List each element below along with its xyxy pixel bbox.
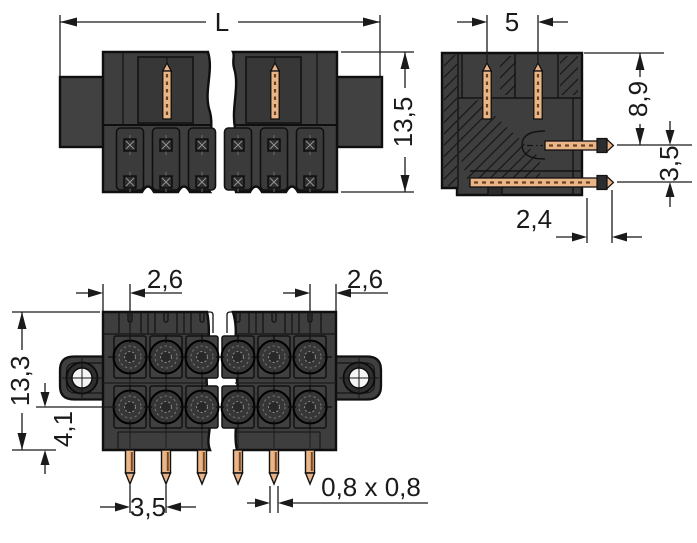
dim-row-offset-side: 3,5 [617, 121, 692, 207]
dim-mating-pin-spacing: 5 [457, 7, 568, 62]
solder-pin [232, 449, 244, 485]
front-view [58, 310, 383, 485]
cable-block-right [335, 75, 384, 149]
dim-overall-length: L [59, 7, 381, 76]
cable-block-left [58, 75, 107, 149]
dim-label-pin-depth: 8,9 [623, 81, 653, 117]
solder-pin [196, 449, 208, 485]
solder-pin [268, 449, 280, 485]
section-view-dimensions: 5 8,9 3,5 2,4 [457, 7, 692, 243]
dim-pin-cross-section: 0,8 x 0,8 [247, 472, 428, 513]
dim-label-pin-protrusion: 2,4 [516, 204, 552, 234]
solder-pin-upper [527, 137, 615, 154]
dim-housing-height: 13,5 [341, 51, 418, 193]
dim-label-pin-pitch: 3,5 [130, 492, 166, 522]
section-view [440, 51, 615, 197]
dim-edge-to-first-pin: 2,6 [76, 264, 183, 340]
solder-pin [124, 449, 136, 485]
dim-label-row-offset-side: 3,5 [654, 145, 684, 181]
dim-label-pin-cross-section: 0,8 x 0,8 [321, 472, 421, 502]
dim-label-overall-length: L [215, 7, 229, 37]
solder-pin-lower [469, 174, 615, 191]
mounting-flange-left [58, 355, 108, 401]
dim-label-front-height: 13,3 [5, 356, 35, 407]
dim-pin-protrusion: 2,4 [516, 190, 642, 243]
solder-pin [304, 449, 316, 485]
mounting-flange-right [333, 355, 383, 401]
solder-pin [160, 449, 172, 485]
dim-label-housing-height: 13,5 [388, 97, 418, 148]
side-view-dimensions: L 13,5 [59, 7, 418, 193]
dim-last-pin-to-edge: 2,6 [283, 264, 388, 340]
dim-lower-row-to-bottom: 4,1 [36, 383, 116, 474]
side-view [58, 50, 384, 194]
dim-label-last-pin-to-edge: 2,6 [347, 264, 383, 294]
dim-pin-depth: 8,9 [584, 52, 664, 145]
dim-label-edge-to-first-pin: 2,6 [147, 264, 183, 294]
dim-pin-pitch: 3,5 [100, 485, 196, 522]
front-view-dimensions: 2,6 2,6 13,3 4,1 [5, 264, 428, 522]
dim-label-lower-row-to-bottom: 4,1 [48, 411, 78, 447]
dim-label-mating-pin-spacing: 5 [505, 7, 519, 37]
dim-front-height: 13,3 [5, 311, 100, 451]
